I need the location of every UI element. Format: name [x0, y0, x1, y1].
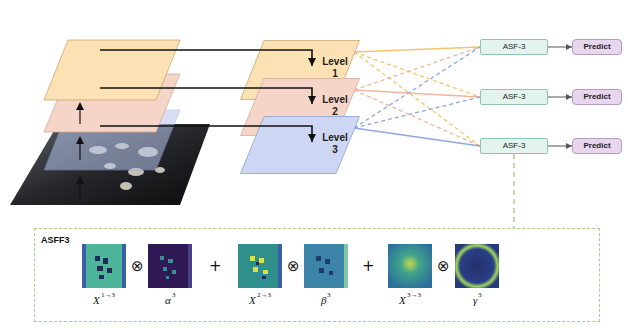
predict-box: Predict	[572, 89, 622, 105]
feature-tile	[82, 244, 126, 288]
connector	[548, 97, 572, 98]
connector	[513, 154, 515, 228]
feature-tile	[238, 244, 282, 288]
box-label: Predict	[583, 42, 610, 52]
lateral-arrow	[100, 50, 312, 66]
box-label: ASF-3	[503, 141, 526, 151]
level-label: Level 3	[319, 132, 351, 156]
connector	[354, 52, 480, 146]
level-label: Level 2	[319, 94, 351, 118]
box-label: Predict	[583, 92, 610, 102]
box-label: ASF-3	[503, 42, 526, 52]
asf-box: ASF-3	[480, 89, 548, 105]
connector	[354, 97, 480, 128]
connector	[354, 47, 480, 128]
connector	[548, 146, 572, 147]
box-label: Predict	[583, 141, 610, 151]
math-symbol: X	[249, 294, 256, 307]
asf-box: ASF-3	[480, 39, 548, 55]
predict-box: Predict	[572, 138, 622, 154]
superscript: 1→3	[101, 291, 115, 299]
predict-box: Predict	[572, 39, 622, 55]
superscript: 3→3	[407, 291, 421, 299]
operator-symbol: ⊗	[437, 258, 450, 274]
weight-tile	[148, 244, 192, 288]
weight-tile	[455, 244, 499, 288]
connector	[354, 90, 480, 146]
box-label: ASF-3	[503, 92, 526, 102]
weight-tile	[304, 244, 348, 288]
feature-layer-1	[44, 40, 180, 100]
connector	[354, 128, 480, 146]
superscript: 3	[327, 291, 331, 299]
math-symbol: β	[321, 294, 326, 307]
operator-symbol: +	[209, 258, 222, 274]
connector	[354, 90, 480, 97]
lateral-arrow	[100, 88, 312, 104]
layer-outline	[240, 116, 360, 174]
lateral-arrow	[100, 126, 312, 142]
superscript: 3	[172, 291, 176, 299]
operator-symbol: +	[362, 258, 375, 274]
connector	[548, 47, 572, 48]
operator-symbol: ⊗	[287, 258, 300, 274]
superscript: 3	[478, 291, 482, 299]
math-symbol: X	[399, 294, 406, 307]
level-layer: Level 3	[240, 116, 360, 174]
superscript: 2→3	[257, 291, 271, 299]
math-symbol: X	[93, 294, 100, 307]
feature-tile	[388, 244, 432, 288]
level-label: Level 1	[319, 56, 351, 80]
operator-symbol: ⊗	[131, 258, 144, 274]
math-symbol: α	[165, 294, 171, 307]
connector	[354, 47, 480, 52]
panel-heading: ASFF3	[41, 235, 70, 246]
math-symbol: γ	[473, 294, 477, 307]
layer-shape	[241, 117, 360, 174]
upsample-arrows	[79, 106, 80, 198]
connector	[354, 47, 480, 90]
asf-box: ASF-3	[480, 138, 548, 154]
